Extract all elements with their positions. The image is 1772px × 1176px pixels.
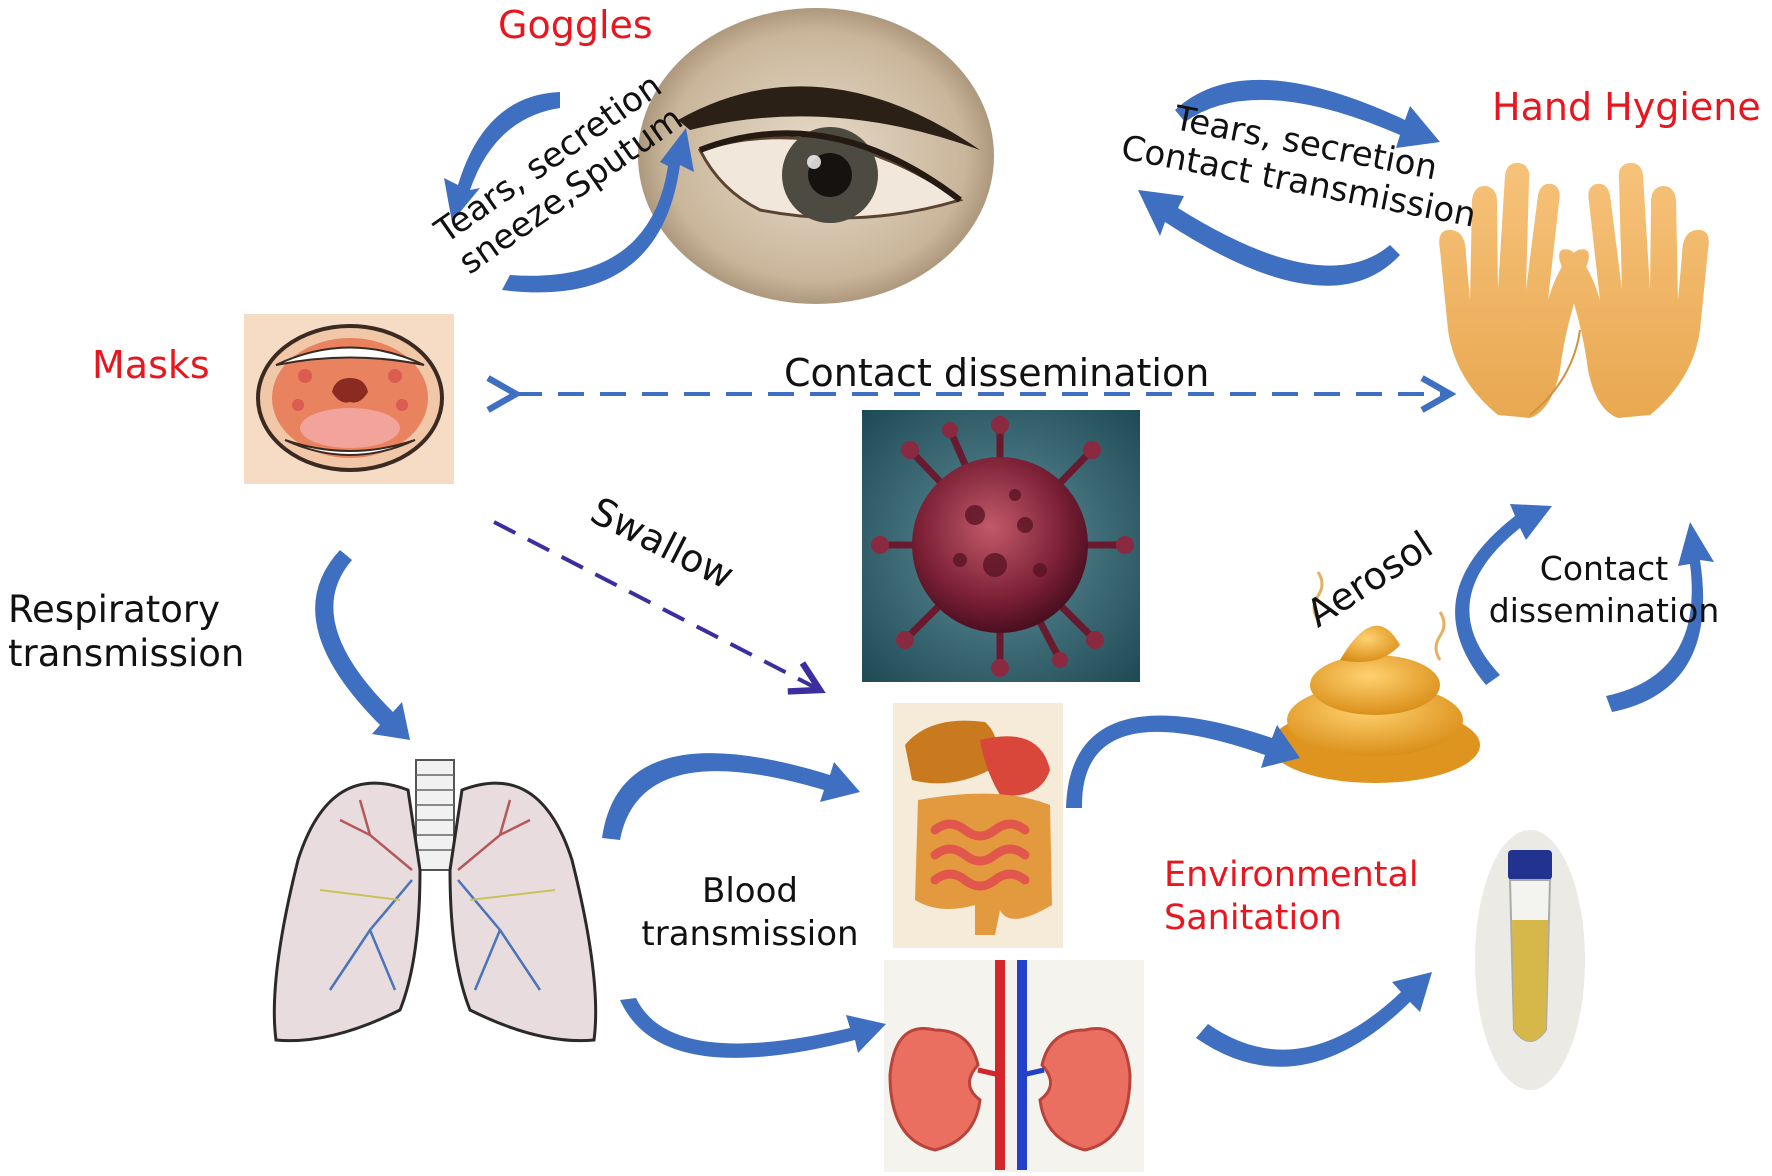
hands-icon [1439,162,1709,418]
arrow-lungs-to-kidneys [620,998,886,1058]
arrow-right-loop-upper [1455,504,1552,685]
respiratory-transmission-label: Respiratory transmission [8,588,244,677]
kidneys-icon [884,960,1144,1172]
hand-hygiene-label: Hand Hygiene [1492,85,1761,129]
goggles-label: Goggles [498,3,653,47]
eye-icon [638,8,994,304]
arrow-eye-left-upper [444,92,560,222]
arrow-eye-left-lower [502,128,694,293]
environmental-label-line2: Sanitation [1164,897,1342,938]
arrow-lungs-to-digestive [602,753,860,840]
respiratory-label-line1: Respiratory [8,588,220,631]
contact-dissemination-top-label: Contact dissemination [784,351,1210,395]
swallow-dashed-arrow [493,520,826,695]
masks-label: Masks [92,343,210,387]
blood-transmission-label: Blood transmission [640,870,860,955]
arrow-kidneys-to-tube [1196,972,1432,1067]
lungs-icon [272,759,598,1043]
arrow-respiratory [315,550,410,740]
arrow-right-loop-lower [1606,522,1714,712]
blood-label-line2: transmission [641,913,859,954]
environmental-label-line1: Environmental [1164,855,1419,895]
virus-icon [862,410,1140,682]
environmental-sanitation-label: Environmental Sanitation [1164,854,1419,939]
contact-dissemination-right-line2: dissemination [1488,591,1720,631]
respiratory-label-line2: transmission [8,632,245,676]
contact-dissemination-right-label: Contact dissemination [1484,548,1724,632]
feces-icon [1270,571,1480,783]
curved-arrows [315,79,1714,1067]
digestive-system-icon [893,703,1063,948]
contact-dissemination-right-line1: Contact [1539,549,1669,588]
blood-label-line1: Blood [702,871,798,911]
arrow-eye-right-upper [1175,79,1440,148]
sample-tube-icon [1475,830,1585,1090]
open-mouth-icon [244,314,454,484]
arrow-digestive-to-feces [1066,715,1300,808]
arrow-eye-right-lower [1138,190,1400,286]
